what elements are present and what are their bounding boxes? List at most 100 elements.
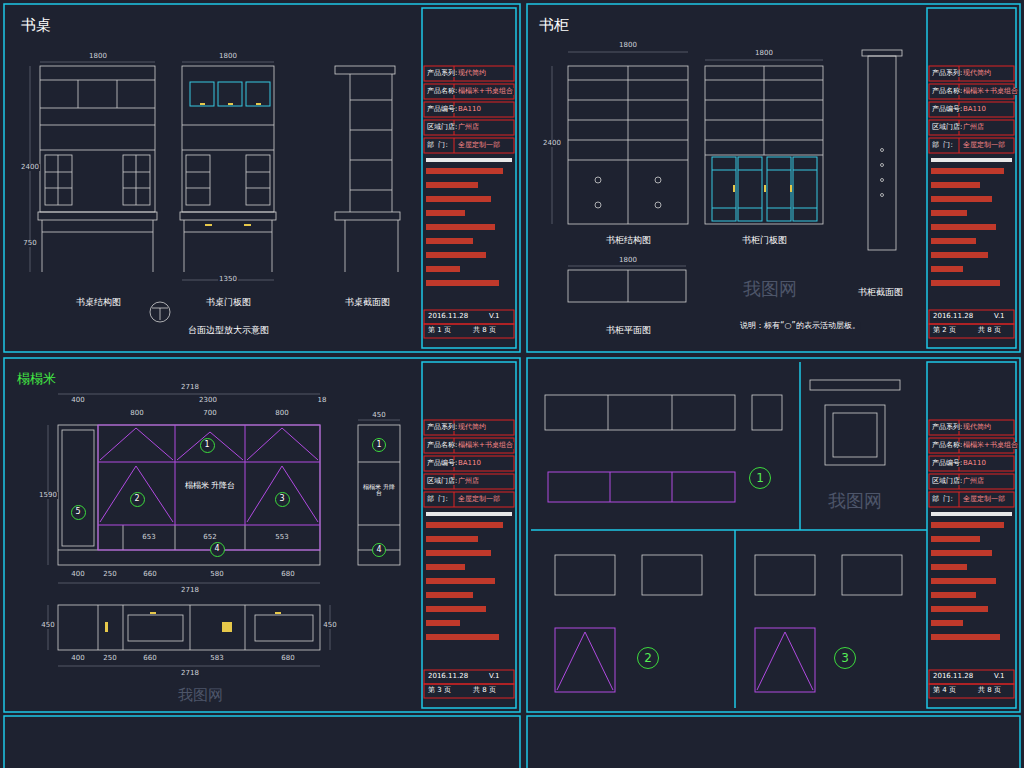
title-row-box: [929, 420, 1014, 435]
handles: [244, 224, 251, 226]
watermark: 我图网: [828, 492, 882, 511]
bookcase: [862, 50, 902, 56]
tatami-lift: [98, 425, 320, 550]
handles: [764, 185, 766, 192]
title-bar: [931, 182, 980, 188]
drawing-label: 2016.11.28: [932, 313, 974, 320]
desk-door: [186, 155, 210, 205]
tatami-front: [128, 615, 183, 641]
drawing-label: 产品系列:: [426, 70, 458, 77]
title-bar: [426, 168, 503, 174]
title-bar: [426, 238, 473, 244]
desk-structure: [123, 155, 150, 205]
drawing-label: 现代简约: [962, 424, 992, 431]
desk-structure: [40, 125, 155, 126]
drawing-label: 产品编号:: [426, 460, 458, 467]
callout-circle: 2: [637, 647, 659, 669]
panel-frames: [799, 362, 801, 530]
title-row-box: [929, 120, 1014, 135]
bookcase: [868, 56, 896, 250]
desk-structure: [40, 150, 155, 151]
title-bar: [931, 536, 980, 542]
desk-section: [350, 160, 392, 161]
drawing-label: V.1: [488, 673, 501, 680]
callout-circle: 1: [200, 438, 215, 453]
callout-circle: 1: [749, 467, 771, 489]
drawing-label: 450: [40, 622, 55, 629]
title-bar: [426, 620, 460, 626]
footer-box: [424, 684, 514, 698]
title-bar: [931, 522, 1004, 528]
desk-structure: [153, 220, 154, 272]
detail-doors: [555, 628, 615, 692]
drawing-label: 部 门:: [426, 496, 449, 503]
title-bar: [931, 210, 967, 216]
tatami-lift: [98, 525, 320, 526]
panel-frames: [927, 362, 1016, 708]
tatami-lift: [100, 428, 173, 460]
desk-section: [350, 100, 392, 101]
desk-door: [246, 155, 270, 205]
title-row-box: [424, 138, 514, 153]
title-row-divider: [959, 492, 960, 507]
panel-frames: [4, 716, 520, 768]
drawing-label: 450: [322, 622, 337, 629]
drawing-label: 书柜: [538, 18, 570, 34]
detail-views: [810, 380, 900, 390]
panel-frames: [527, 4, 1020, 352]
bookcase: [705, 66, 823, 224]
callout-number: 4: [376, 546, 381, 554]
desk-door: [180, 66, 276, 272]
callout-circle: 2: [130, 492, 145, 507]
drawing-label: 400: [70, 571, 85, 578]
bookcase: [595, 202, 601, 208]
drawing-label: BA110: [457, 460, 482, 467]
drawing-label: 产品编号:: [931, 460, 963, 467]
drawing-label: 700: [202, 410, 217, 417]
dimension-lines: [30, 52, 823, 666]
glass-doors: [738, 170, 762, 171]
bookcase: [568, 66, 688, 224]
drawing-label: 250: [102, 571, 117, 578]
callout-number: 3: [279, 495, 284, 503]
drawing-label: 553: [274, 534, 289, 541]
drawing-label: 680: [280, 655, 295, 662]
glass-doors: [767, 208, 791, 209]
dimension-lines: [358, 420, 400, 421]
desk-structure: [136, 155, 137, 205]
title-row-box: [929, 456, 1014, 471]
drawing-label: 18: [317, 397, 328, 404]
desk-structure: [38, 212, 157, 220]
drawing-label: 榻榻米+书桌组合: [962, 88, 1019, 95]
dimension-lines: [58, 394, 320, 395]
title-row-box: [424, 420, 514, 435]
title-bar: [931, 266, 963, 272]
tatami-front: [358, 462, 400, 463]
drawing-label: 1800: [218, 53, 238, 60]
drawing-label: 区域门店:: [931, 124, 963, 131]
title-row-divider: [454, 492, 455, 507]
drawing-label: 第 2 页: [932, 327, 957, 334]
desk-structure: [40, 66, 155, 212]
bookcase: [881, 164, 884, 167]
desk-door: [272, 220, 273, 272]
drawing-label: 全屋定制一部: [457, 496, 501, 503]
detail-views: [833, 413, 877, 457]
desk-structure: [45, 172, 72, 173]
drawing-label: 2300: [198, 397, 218, 404]
drawing-label: 全屋定制一部: [962, 496, 1006, 503]
desk-section: [350, 190, 392, 191]
title-bar: [931, 592, 976, 598]
drawing-label: 部 门:: [931, 142, 954, 149]
title-row-box: [424, 492, 514, 507]
tatami-front: [58, 425, 400, 650]
desk-structure: [117, 80, 118, 108]
glass-doors: [246, 82, 270, 106]
tatami-front: [245, 525, 246, 550]
glass-doors: [218, 82, 242, 106]
panel-frames: [422, 8, 516, 348]
tatami-front: [255, 615, 313, 641]
tatami-front: [98, 605, 99, 650]
title-bar: [426, 280, 499, 286]
